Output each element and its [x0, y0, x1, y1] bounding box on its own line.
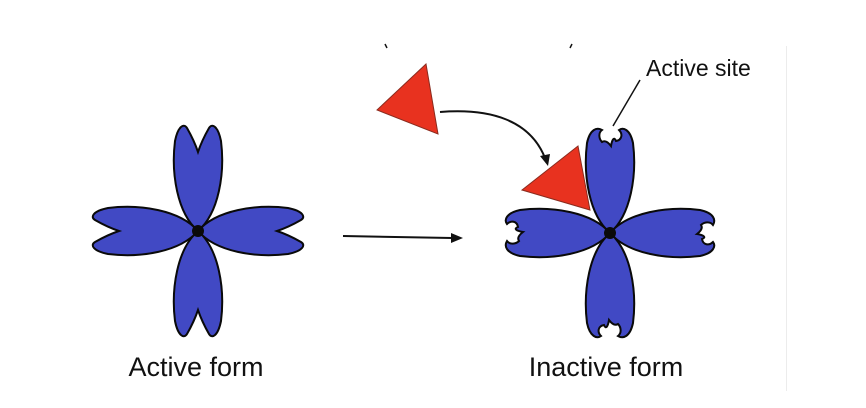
inactive-subunit-left	[504, 207, 611, 259]
inactive-form-label: Inactive form	[529, 352, 684, 382]
inactive-subunit-right	[609, 207, 716, 259]
active-enzyme	[91, 124, 305, 338]
active-form-label: Active form	[128, 352, 263, 382]
active-subunit-top	[172, 124, 224, 232]
active-enzyme-core	[192, 225, 204, 237]
active-site-pointer	[612, 79, 641, 127]
active-subunit-left	[91, 205, 199, 257]
stray-mark-right	[569, 43, 573, 49]
active-site-label: Active site	[646, 55, 751, 81]
inhibitor-bound-triangle	[520, 145, 591, 211]
inactive-enzyme	[504, 127, 716, 339]
inactive-enzyme-core	[604, 227, 616, 239]
stray-mark-left	[384, 43, 388, 49]
transition-arrow	[342, 233, 463, 243]
inactive-subunit-top	[584, 127, 636, 234]
binding-arrow	[439, 110, 550, 166]
inhibitor-free-triangle	[376, 62, 439, 135]
active-subunit-right	[197, 205, 305, 257]
page-edge-divider	[786, 46, 787, 391]
inactive-subunit-bottom	[584, 232, 636, 339]
active-subunit-bottom	[172, 230, 224, 338]
